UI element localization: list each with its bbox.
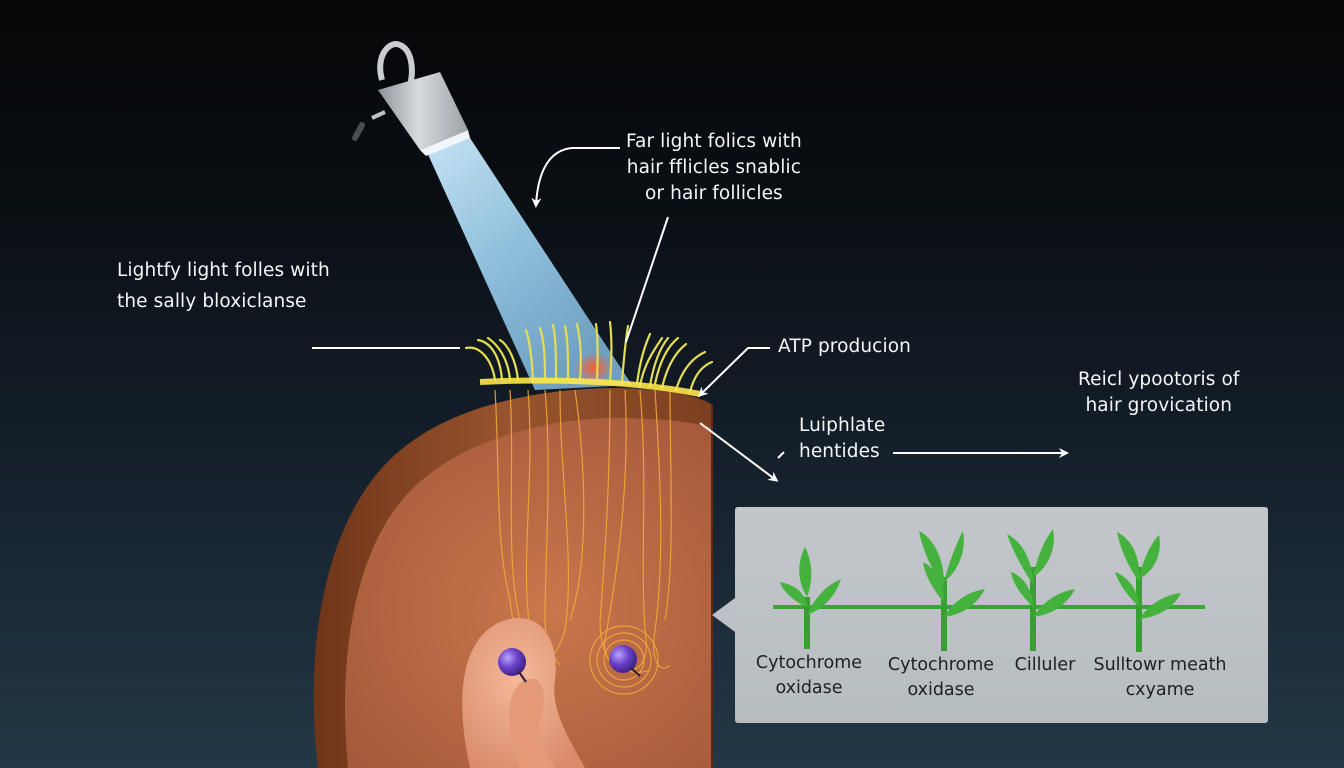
callout-top: Far light folics with hair fflicles snab… [626, 129, 802, 207]
callout-left-line-2: the sally bloxiclanse [117, 291, 307, 312]
hair-strands [464, 320, 714, 394]
callout-right: Reicl ypootoris of hair grovication [1078, 367, 1240, 419]
plant-label-4-line-2: cxyame [1125, 680, 1195, 700]
callout-top-line-2: hair fflicles snablic [626, 157, 801, 178]
plant-label-2-line-2: oxidase [907, 680, 975, 700]
callout-left: Lightfy light folles with the sally blox… [117, 255, 330, 317]
panel-pointer [712, 598, 735, 632]
callout-top-line-3: or hair follicles [645, 183, 783, 204]
ear [462, 617, 585, 768]
light-beam [426, 138, 632, 390]
plant-label-2-line-1: Cytochrome [887, 655, 995, 675]
callout-atp-line-1: ATP producion [778, 336, 911, 357]
callout-middle-line-1: Luiphlate [799, 415, 886, 436]
plant-label-4-line-1: Sulltowr meath [1093, 655, 1227, 675]
callout-middle-line-2: hentides [799, 441, 880, 462]
plant-label-4: Sulltowr meath cxyame [1085, 653, 1235, 703]
callout-right-line-1: Reicl ypootoris of [1078, 369, 1240, 390]
callout-right-line-2: hair grovication [1085, 395, 1233, 416]
purple-molecule-icon [609, 645, 641, 677]
callout-top-line-1: Far light folics with [626, 131, 802, 152]
scalp-cross-section [313, 388, 713, 768]
callout-atp: ATP producion [778, 334, 911, 360]
plant-label-3: Cilluler [1003, 653, 1087, 678]
callout-middle: Luiphlate hentides [799, 413, 885, 465]
sprout-icon [780, 547, 841, 649]
plant-label-1-line-1: Cytochrome [755, 653, 863, 673]
callout-left-line-1: Lightfy light folles with [117, 260, 330, 281]
plant-label-1: Cytochrome oxidase [745, 651, 873, 701]
sprout-icon [1115, 532, 1181, 652]
sprout-icon [1007, 529, 1075, 651]
sprout-icon [919, 531, 985, 651]
scalp-glow [479, 377, 701, 397]
light-therapy-lamp-icon [352, 41, 470, 156]
plant-label-1-line-2: oxidase [775, 678, 843, 698]
enzyme-panel: Cytochrome oxidase Cytochrome oxidase Ci… [735, 507, 1268, 723]
light-hotspot [574, 352, 614, 384]
plant-label-2: Cytochrome oxidase [877, 653, 1005, 703]
plant-label-3-line-1: Cilluler [1014, 655, 1076, 675]
sprouts-illustration [773, 529, 1205, 652]
purple-molecule-icon [498, 648, 527, 683]
callout-arrows [312, 147, 1069, 482]
